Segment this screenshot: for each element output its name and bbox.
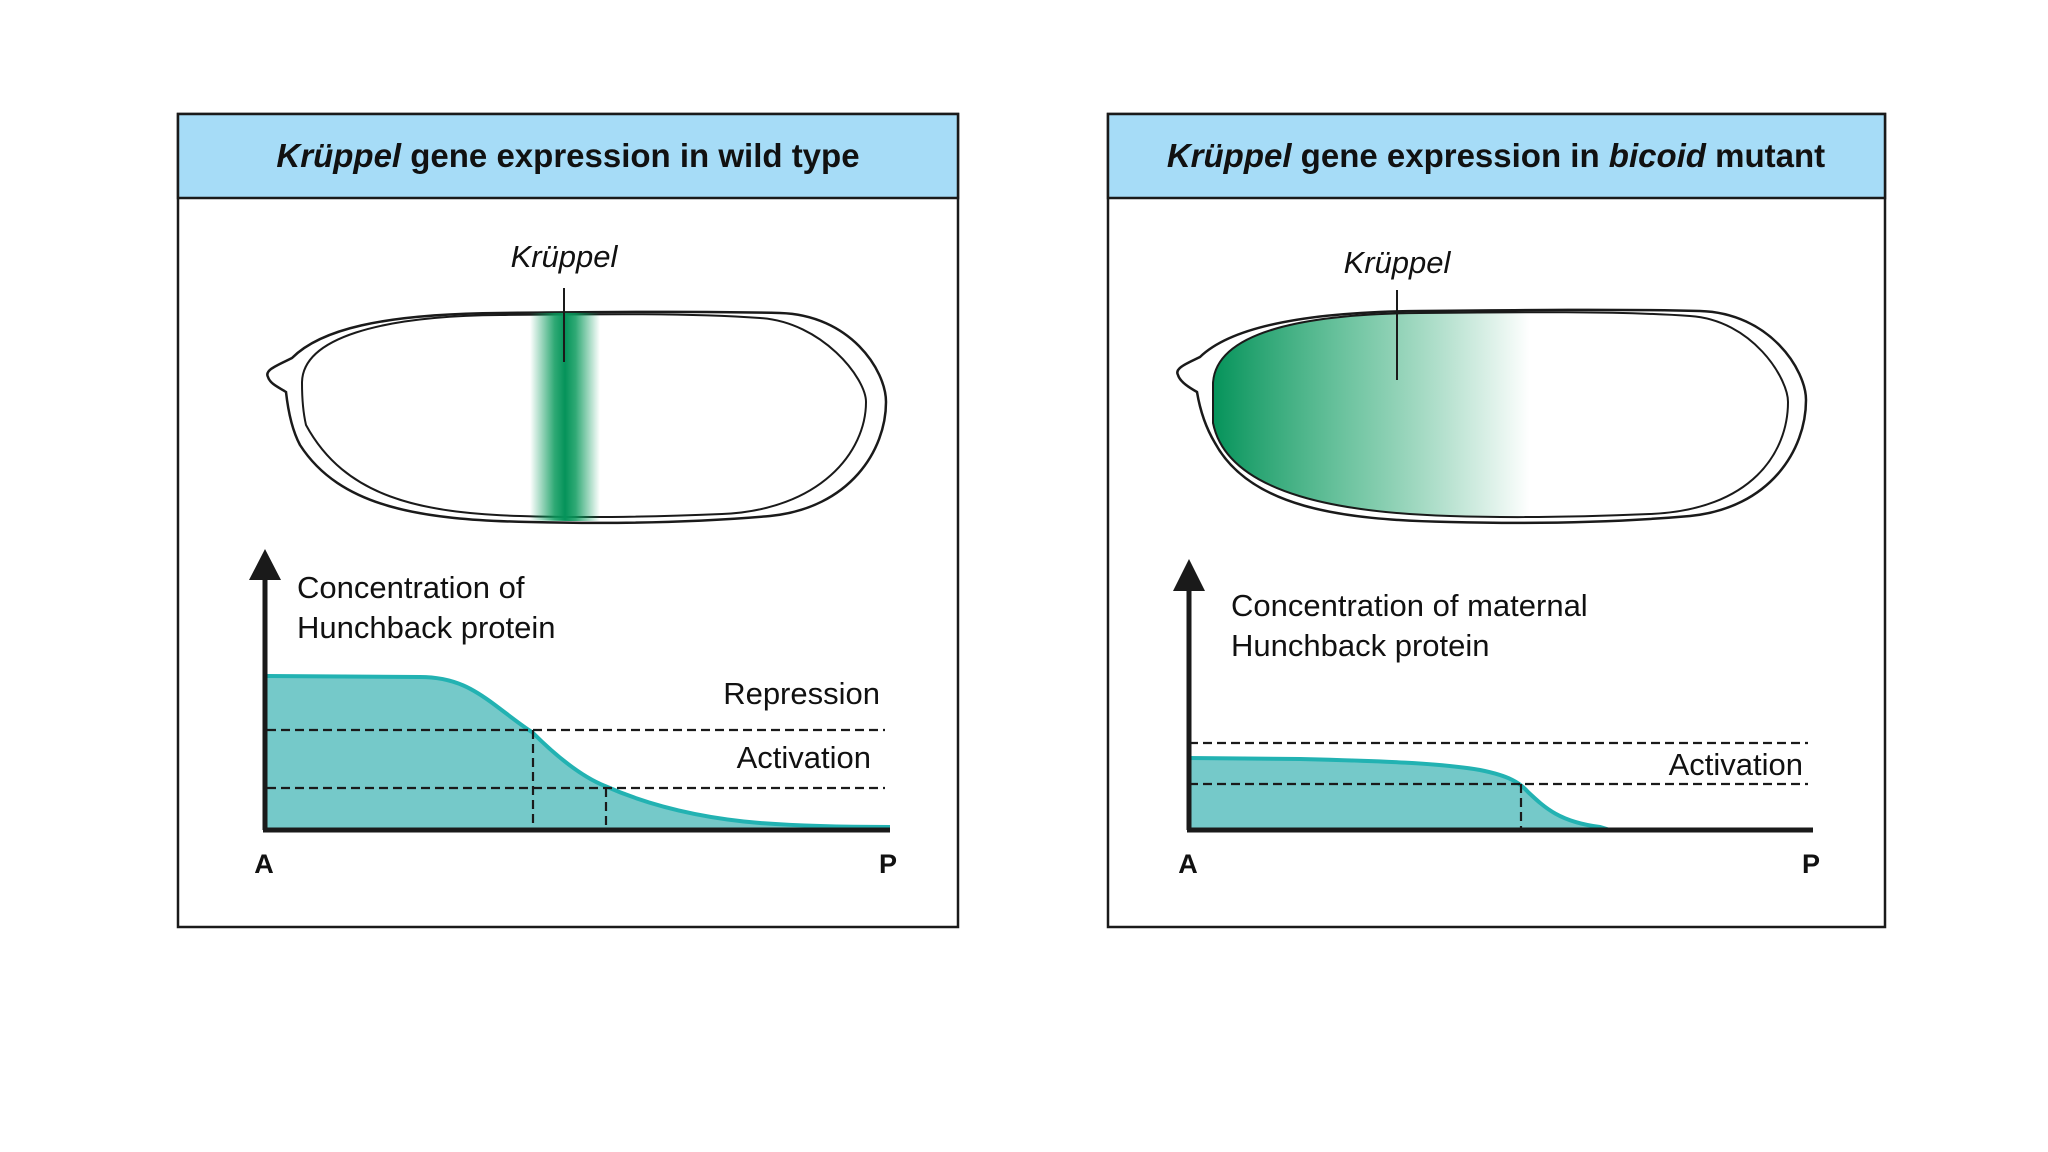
hunchback-concentration-curve	[266, 674, 891, 829]
maternal-hunchback-curve	[1188, 756, 1611, 832]
gene-label: Krüppel	[1344, 245, 1452, 280]
repression-label: Repression	[723, 676, 880, 711]
maternal-hunchback-area	[1189, 758, 1610, 830]
hunchback-graph-wild-type: Concentration of Hunchback protein Repre…	[249, 549, 897, 879]
panel-title: Krüppel gene expression in bicoid mutant	[1167, 137, 1825, 174]
y-axis-arrowhead	[1173, 559, 1205, 591]
y-axis-label-line2: Hunchback protein	[297, 610, 556, 645]
panel-header	[176, 112, 960, 200]
y-axis-label-line1: Concentration of maternal	[1231, 588, 1588, 623]
y-axis-label-line1: Concentration of	[297, 570, 525, 605]
embryo-bicoid-mutant: Krüppel	[1176, 245, 1808, 525]
activation-label: Activation	[1669, 747, 1803, 782]
gene-label: Krüppel	[511, 239, 619, 274]
panel-title: Krüppel gene expression in wild type	[276, 137, 859, 174]
embryo-wild-type: Krüppel	[266, 239, 888, 525]
axis-anterior-label: A	[254, 849, 274, 879]
kruppel-expression-gradient	[1212, 311, 1790, 519]
hunchback-concentration-area	[267, 676, 890, 830]
axis-posterior-label: P	[1802, 849, 1820, 879]
axis-anterior-label: A	[1178, 849, 1198, 879]
axis-posterior-label: P	[879, 849, 897, 879]
y-axis-label-line2: Hunchback protein	[1231, 628, 1490, 663]
activation-label: Activation	[737, 740, 871, 775]
y-axis-arrowhead	[249, 549, 281, 580]
panel-header	[1106, 112, 1887, 200]
panel-wild-type: Krüppel gene expression in wild type Krü…	[176, 112, 960, 929]
hunchback-graph-bicoid-mutant: Concentration of maternal Hunchback prot…	[1173, 559, 1820, 879]
panel-bicoid-mutant: Krüppel gene expression in bicoid mutant…	[1106, 112, 1887, 929]
